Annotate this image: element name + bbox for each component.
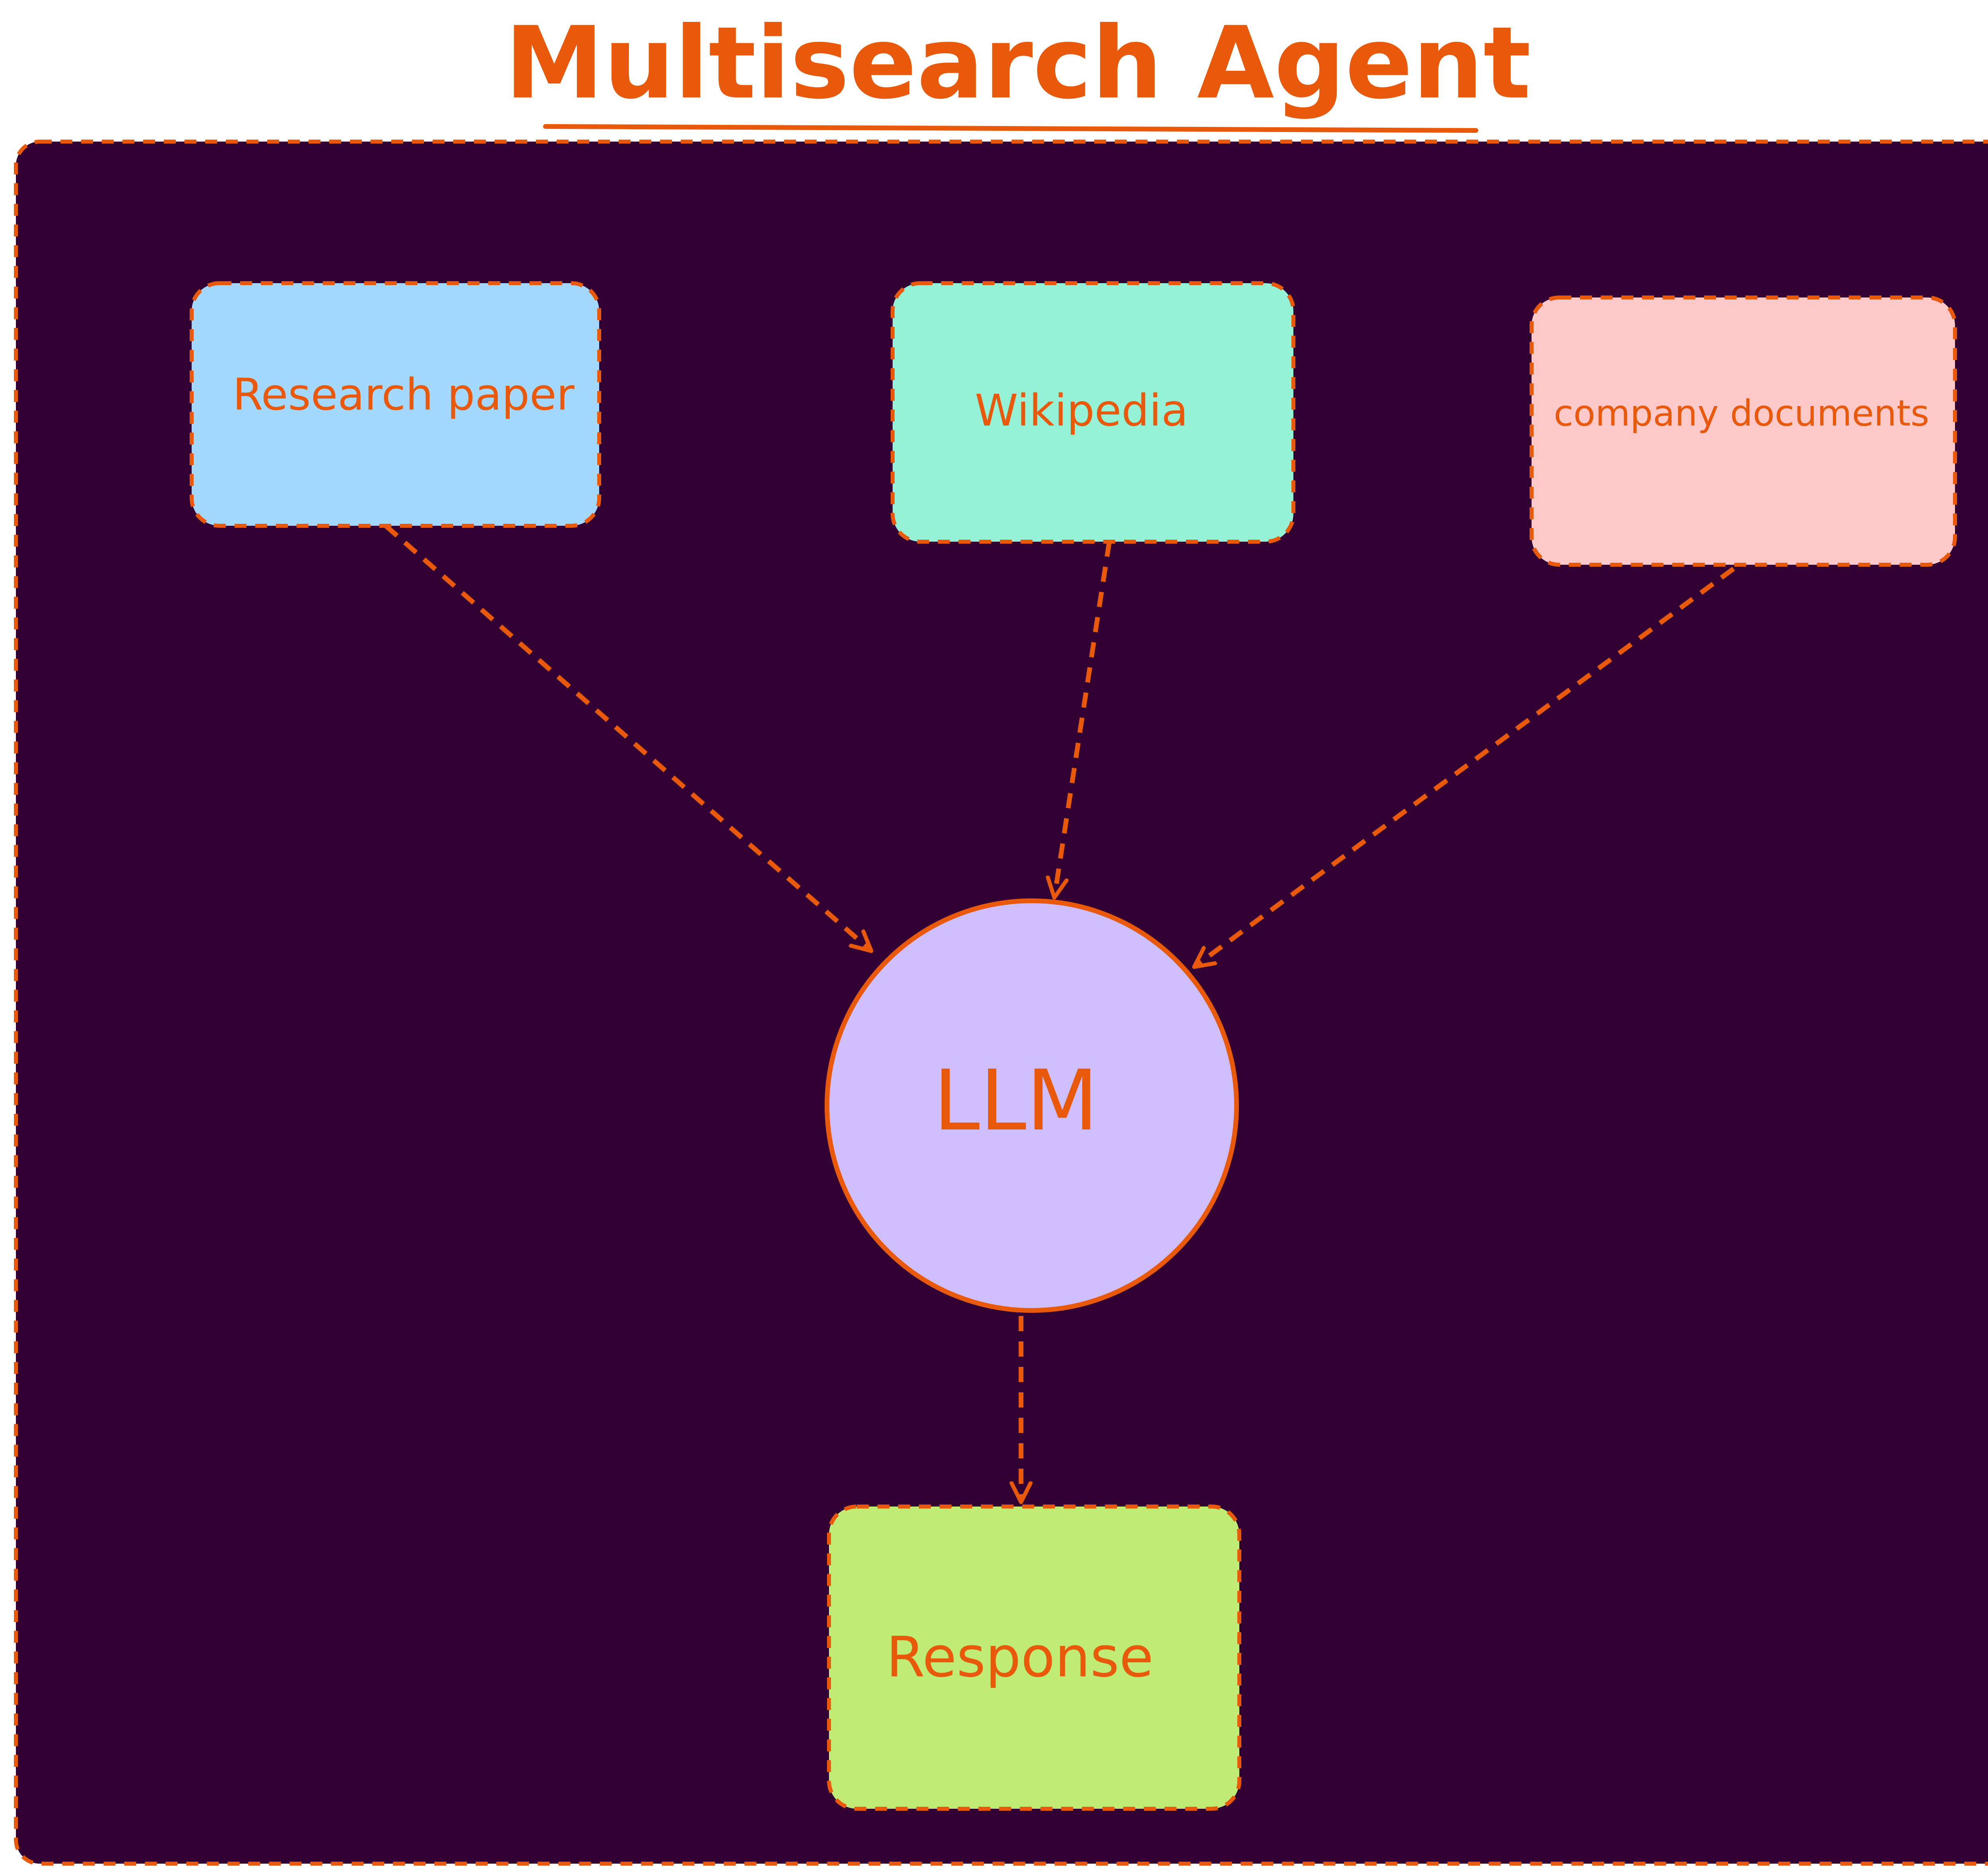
wikipedia-box <box>891 281 1295 544</box>
company-documents-box <box>1530 295 1957 567</box>
response-box <box>827 1505 1241 1811</box>
llm-circle <box>825 898 1239 1313</box>
node-response[interactable]: Response <box>827 1505 1241 1811</box>
edges <box>384 524 1735 1501</box>
llm-label: LLM <box>933 1052 1098 1149</box>
wikipedia-label: Wikipedia <box>975 385 1188 436</box>
research-paper-label: Research paper <box>233 369 575 420</box>
node-company-documents[interactable]: company documents <box>1530 295 1957 567</box>
response-label: Response <box>886 1625 1153 1690</box>
node-llm[interactable]: LLM <box>825 898 1239 1313</box>
company-documents-label: company documents <box>1554 393 1929 434</box>
diagram-title: Multisearch Agent <box>505 5 1531 121</box>
edge-wikipedia-to-llm <box>1054 541 1112 897</box>
node-wikipedia[interactable]: Wikipedia <box>891 281 1295 544</box>
research-paper-box <box>190 281 601 528</box>
title-underline <box>543 124 1478 133</box>
node-research-paper[interactable]: Research paper <box>190 281 601 528</box>
edge-research-paper-to-llm <box>384 524 871 951</box>
edge-company-documents-to-llm <box>1195 567 1735 966</box>
